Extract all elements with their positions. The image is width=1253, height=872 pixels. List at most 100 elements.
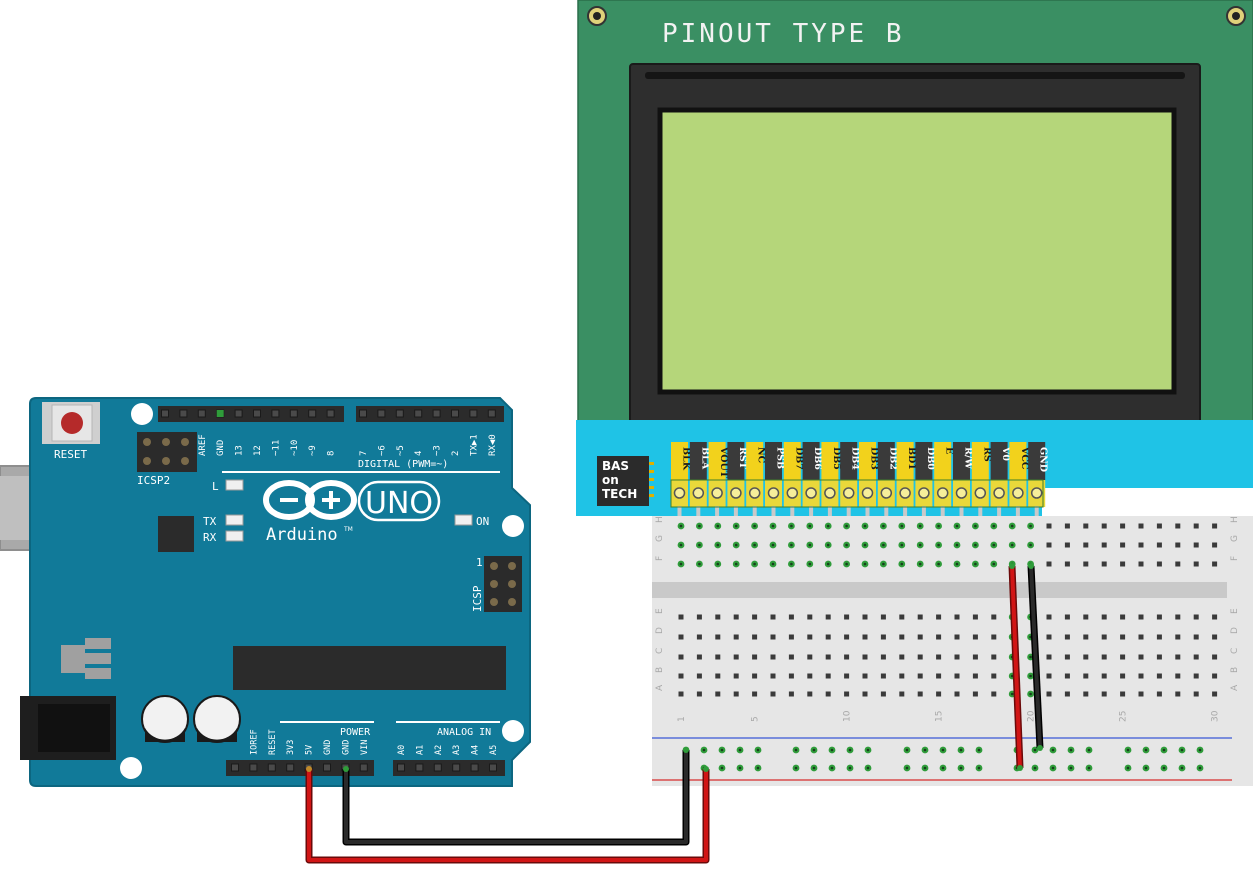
lcd-pin-leg xyxy=(677,506,682,516)
breadboard-hole xyxy=(1138,691,1144,697)
arduino-tm: TM xyxy=(343,526,353,533)
breadboard-holes xyxy=(677,522,1218,772)
breadboard-hole xyxy=(1193,654,1199,660)
breadboard-hole xyxy=(1120,561,1126,567)
breadboard-hole xyxy=(899,634,905,640)
breadboard-hole-used-core xyxy=(734,562,738,566)
power-pin-label: GND xyxy=(323,740,333,755)
lcd-pin-label-bg xyxy=(783,442,801,480)
breadboard-hole xyxy=(1193,614,1199,620)
breadboard-hole-used-core xyxy=(863,562,867,566)
breadboard-hole-used-core xyxy=(716,524,720,528)
breadboard-hole xyxy=(752,634,758,640)
breadboard-hole xyxy=(1212,673,1218,679)
breadboard-row-label: G xyxy=(655,535,665,542)
breadboard-hole xyxy=(844,691,850,697)
breadboard-hole xyxy=(825,634,831,640)
breadboard-hole-used-core xyxy=(1144,748,1148,752)
lcd-pin-label: NC xyxy=(756,447,767,464)
lcd-pin-hole xyxy=(730,487,742,499)
lcd-pin-leg xyxy=(771,506,776,516)
breadboard-hole xyxy=(991,634,997,640)
digital-pin-label: ~11 xyxy=(271,440,281,456)
wire-5v-core xyxy=(307,769,708,862)
breadboard-column-number: 1 xyxy=(677,716,687,722)
breadboard-hole xyxy=(1138,654,1144,660)
breadboard-hole xyxy=(1156,614,1162,620)
lcd-pin-leg xyxy=(997,506,1002,516)
dc-power-jack xyxy=(20,696,116,760)
lcd-pin-label-bg xyxy=(727,442,745,480)
breadboard-hole xyxy=(936,691,942,697)
breadboard-hole-used-core xyxy=(1126,748,1130,752)
breadboard-hole-used-core xyxy=(882,543,885,547)
reset-button[interactable] xyxy=(42,402,100,444)
breadboard-hole-used-core xyxy=(974,524,977,528)
breadboard-hole xyxy=(880,654,886,660)
jumper-gnd-core xyxy=(1029,565,1042,749)
breadboard-hole xyxy=(1046,614,1052,620)
lcd-title: PINOUT TYPE B xyxy=(662,19,905,49)
jumper-vcc-core xyxy=(1010,565,1022,769)
digital-pin-hole xyxy=(487,409,496,418)
breadboard-hole xyxy=(733,654,739,660)
breadboard-hole-used-core xyxy=(923,748,927,752)
arduino-infinity-logo xyxy=(263,480,357,520)
breadboard-hole xyxy=(807,634,813,640)
power-pin-hole xyxy=(323,763,331,772)
breadboard-hole xyxy=(788,654,794,660)
breadboard-hole-used-core xyxy=(1051,748,1055,752)
breadboard-column-number: 5 xyxy=(751,716,761,722)
breadboard-hole xyxy=(936,634,942,640)
breadboard-hole xyxy=(1212,654,1218,660)
breadboard-hole-used-core xyxy=(790,562,793,566)
breadboard-hole xyxy=(1156,654,1162,660)
lcd-pin-label-bg xyxy=(859,442,876,480)
uno-text: UNO xyxy=(365,486,433,521)
uno-badge: UNO xyxy=(357,480,441,522)
breadboard-hole xyxy=(1212,561,1218,567)
lcd-pin-label: VCC xyxy=(1019,446,1030,470)
digital-pin-hole xyxy=(451,409,459,418)
voltage-regulator xyxy=(61,638,111,679)
breadboard-hole xyxy=(1212,542,1218,548)
breadboard-hole xyxy=(1064,654,1070,660)
breadboard-hole xyxy=(1175,523,1181,529)
breadboard-hole xyxy=(954,614,960,620)
wire-end-8 xyxy=(1037,745,1043,751)
breadboard-hole-used-core xyxy=(698,543,701,547)
breadboard-hole xyxy=(1175,561,1181,567)
lcd-pin-leg xyxy=(865,506,870,516)
breadboard-hole-used-core xyxy=(790,524,793,528)
breadboard-hole xyxy=(1120,614,1126,620)
breadboard-hole-used-core xyxy=(955,562,959,566)
power-pin-hole xyxy=(359,763,368,772)
breadboard-hole xyxy=(1046,691,1052,697)
digital-pin-hole xyxy=(234,409,243,418)
breadboard-row-label: B xyxy=(655,667,665,673)
breadboard-hole-used-core xyxy=(826,543,830,547)
breadboard-hole-used-core xyxy=(845,562,848,566)
lcd-pin-hole xyxy=(1012,487,1024,499)
breadboard-hole xyxy=(917,691,923,697)
analog-pin-hole xyxy=(470,763,479,772)
breadboard-hole xyxy=(696,614,702,620)
breadboard-hole-used-core xyxy=(830,748,834,752)
lcd-pin-label: GND xyxy=(1038,447,1049,472)
breadboard-column-number: 20 xyxy=(1027,710,1037,722)
lcd-pin-label-bg xyxy=(671,442,688,480)
breadboard-hole xyxy=(1156,523,1162,529)
breadboard-hole xyxy=(972,691,978,697)
lcd-pin-label: RS xyxy=(981,447,992,462)
breadboard-row-label: B xyxy=(1230,667,1240,673)
breadboard-hole-used-core xyxy=(1029,674,1032,678)
power-pin-label: RESET xyxy=(268,729,278,755)
led-rx-label: RX xyxy=(203,531,217,544)
breadboard-hole xyxy=(696,654,702,660)
led-rx xyxy=(225,530,244,542)
breadboard-hole xyxy=(917,673,923,679)
digital-pin-hole xyxy=(289,409,298,418)
breadboard-hole-used-core xyxy=(1144,766,1148,770)
